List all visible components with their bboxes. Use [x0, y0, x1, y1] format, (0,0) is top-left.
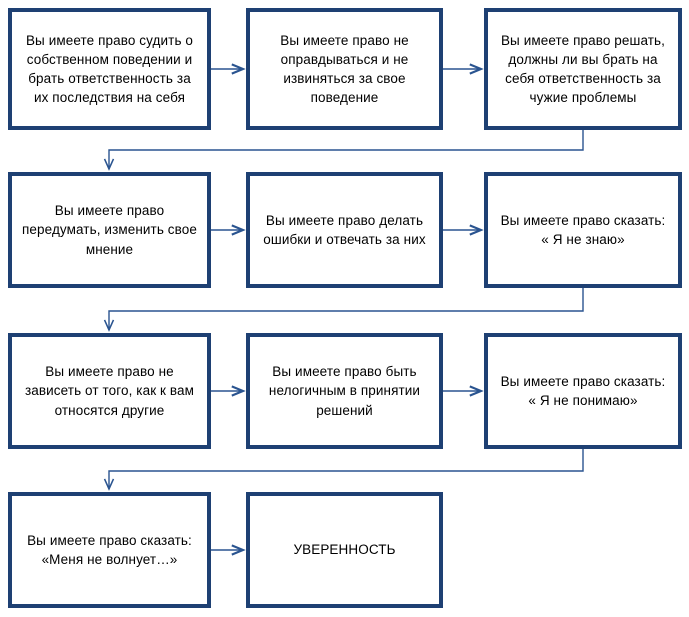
edge-n3-n4 [103, 130, 584, 171]
flow-node-2-label: Вы имеете право не оправдываться и не из… [280, 32, 409, 106]
flow-node-6-label: Вы имеете право сказать: « Я не знаю» [500, 212, 666, 247]
flow-node-8-label: Вы имеете право быть нелогичным в принят… [268, 364, 421, 418]
flow-node-11-label: УВЕРЕННОСТЬ [293, 542, 396, 558]
flow-node-9-label: Вы имеете право сказать: « Я не понимаю» [500, 373, 666, 408]
edge-n6-n7 [103, 288, 584, 332]
flow-node-5[interactable]: Вы имеете право делать ошибки и отвечать… [246, 172, 443, 288]
flow-node-3[interactable]: Вы имеете право решать, должны ли вы бра… [484, 8, 682, 130]
flow-node-2[interactable]: Вы имеете право не оправдываться и не из… [246, 8, 443, 130]
flow-node-7[interactable]: Вы имеете право не зависеть от того, как… [8, 333, 211, 449]
flow-node-4-label: Вы имеете право передумать, изменить сво… [22, 203, 197, 257]
flow-node-11-confidence[interactable]: УВЕРЕННОСТЬ [246, 492, 443, 608]
flow-node-8[interactable]: Вы имеете право быть нелогичным в принят… [246, 333, 443, 449]
flow-node-5-label: Вы имеете право делать ошибки и отвечать… [263, 212, 426, 247]
flow-node-10[interactable]: Вы имеете право сказать: «Меня не волнуе… [8, 492, 211, 608]
flow-node-1-label: Вы имеете право судить о собственном пов… [25, 32, 194, 106]
flow-node-1[interactable]: Вы имеете право судить о собственном пов… [8, 8, 211, 130]
flow-node-7-label: Вы имеете право не зависеть от того, как… [24, 364, 195, 418]
flow-node-10-label: Вы имеете право сказать: «Меня не волнуе… [27, 532, 192, 567]
flow-node-6[interactable]: Вы имеете право сказать: « Я не знаю» [484, 172, 682, 288]
flow-node-3-label: Вы имеете право решать, должны ли вы бра… [500, 32, 666, 106]
flow-node-9[interactable]: Вы имеете право сказать: « Я не понимаю» [484, 333, 682, 449]
flow-node-4[interactable]: Вы имеете право передумать, изменить сво… [8, 172, 211, 288]
edge-n9-n10 [103, 449, 584, 491]
